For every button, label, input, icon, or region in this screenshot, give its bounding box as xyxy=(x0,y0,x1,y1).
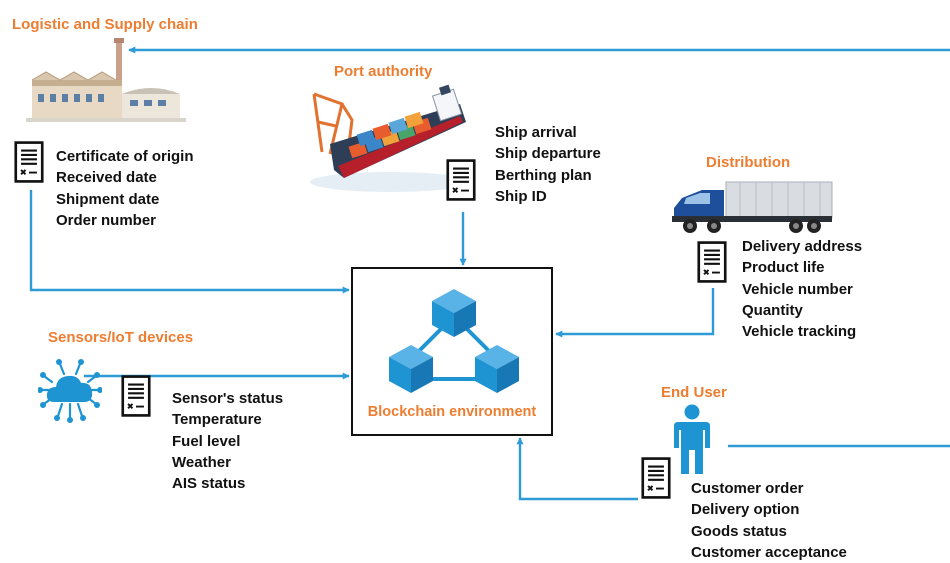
sensors-item: Fuel level xyxy=(172,432,241,450)
logistics-item: Shipment date xyxy=(56,190,160,208)
distribution-item: Quantity xyxy=(742,301,803,319)
arrow-distribution-to-blockchain xyxy=(555,288,715,338)
document-icon xyxy=(121,370,151,422)
cube-top xyxy=(432,289,476,337)
document-icon xyxy=(697,236,727,288)
distribution-item: Vehicle number xyxy=(742,280,853,298)
enduser-title: End User xyxy=(661,384,727,401)
document-icon xyxy=(14,136,44,188)
logistics-title: Logistic and Supply chain xyxy=(12,16,198,33)
distribution-item: Product life xyxy=(742,259,825,277)
logistics-item: Received date xyxy=(56,169,157,187)
enduser-item: Customer order xyxy=(691,480,804,497)
sensors-list: Sensor's status Temperature Fuel level W… xyxy=(172,388,283,494)
distribution-title: Distribution xyxy=(706,154,791,171)
sensors-item: Weather xyxy=(172,453,231,471)
distribution-item: Vehicle tracking xyxy=(742,323,857,341)
port-title: Port authority xyxy=(334,63,433,80)
port-item: Ship arrival xyxy=(495,124,577,141)
port-list: Ship arrival Ship departure Berthing pla… xyxy=(495,122,601,207)
person-icon xyxy=(674,404,710,474)
distribution-list: Delivery address Product life Vehicle nu… xyxy=(742,236,862,342)
sensors-item: AIS status xyxy=(172,475,246,493)
enduser-item: Goods status xyxy=(691,522,787,540)
port-item: Ship ID xyxy=(495,187,547,205)
logistics-item: Certificate of origin xyxy=(56,148,194,165)
cube-left xyxy=(389,345,433,393)
logistics-list: Certificate of origin Received date Ship… xyxy=(56,146,194,231)
blockchain-cubes-icon xyxy=(389,289,519,393)
sensors-title: Sensors/IoT devices xyxy=(48,329,194,346)
arrow-enduser-to-blockchain xyxy=(516,437,638,501)
enduser-item: Delivery option xyxy=(691,501,800,519)
factory-icon xyxy=(26,38,186,122)
truck-icon xyxy=(672,181,833,233)
sensors-item: Sensor's status xyxy=(172,390,284,407)
port-item: Ship departure xyxy=(495,145,601,163)
blockchain-box: Blockchain environment xyxy=(351,267,553,436)
sensors-item: Temperature xyxy=(172,411,262,429)
logistics-item: Order number xyxy=(56,211,157,229)
cube-right xyxy=(475,345,519,393)
iot-cloud-icon xyxy=(38,359,102,423)
document-icon xyxy=(641,452,671,504)
enduser-item: Customer acceptance xyxy=(691,543,847,561)
arrow-logistics-to-blockchain xyxy=(29,190,350,294)
blockchain-label: Blockchain environment xyxy=(367,404,537,420)
distribution-item: Delivery address xyxy=(742,238,863,255)
cargo-ship-icon xyxy=(310,84,470,192)
enduser-list: Customer order Delivery option Goods sta… xyxy=(691,478,847,563)
port-item: Berthing plan xyxy=(495,166,592,184)
document-icon xyxy=(446,154,476,206)
